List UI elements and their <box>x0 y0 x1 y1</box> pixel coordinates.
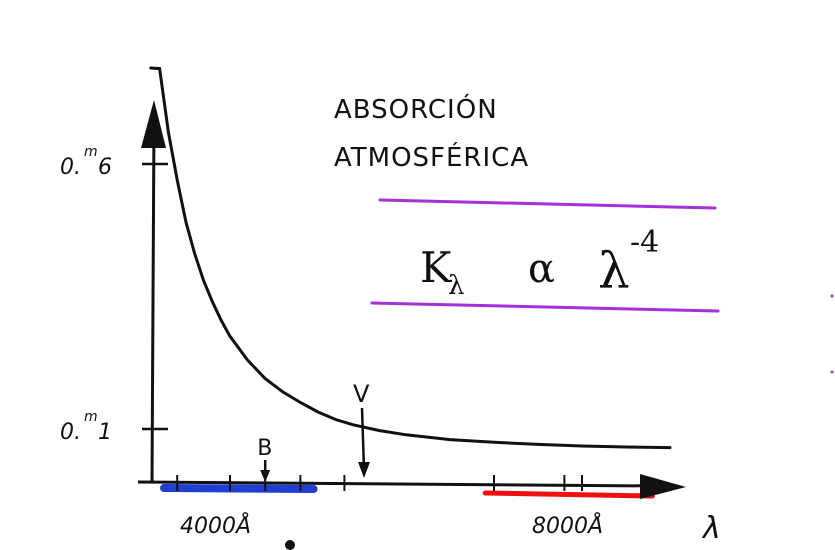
formula-bottom-rule <box>370 301 720 313</box>
y-tick-label-post: 6 <box>98 155 112 180</box>
y-tick-label-pre: 0. <box>60 155 81 180</box>
ink-dot <box>285 540 295 550</box>
blue-band <box>160 484 318 493</box>
marker-v-label: V <box>353 380 370 408</box>
chart-title-line2: ATMOSFÉRICA <box>334 141 529 173</box>
y-tick-0.1: 0. m 1 <box>60 409 168 445</box>
red-band <box>482 490 655 499</box>
ink-dot <box>830 370 834 374</box>
x-tick-label-4000: 4000Å <box>180 512 251 539</box>
y-tick-label-post: 1 <box>98 420 112 445</box>
y-axis-arrowhead <box>141 100 166 148</box>
marker-b-label: B <box>257 436 272 461</box>
chart-title-line1: ABSORCIÓN <box>334 93 498 125</box>
marker-v: V <box>353 380 370 478</box>
absorption-curve <box>149 66 672 450</box>
y-tick-label-pre: 0. <box>60 420 81 445</box>
x-axis-label: λ <box>701 511 721 546</box>
formula-top-rule <box>378 198 717 210</box>
y-axis <box>150 119 156 483</box>
marker-v-arrow <box>360 407 366 471</box>
y-tick-label-sup: m <box>84 144 98 160</box>
marker-v-arrowhead <box>358 462 370 478</box>
formula-proportional: α <box>528 246 555 292</box>
formula-k-subscript: λ <box>448 271 464 301</box>
marker-b: B <box>257 436 272 482</box>
x-tick-label-8000: 8000Å <box>532 512 603 539</box>
x-axis-arrowhead <box>640 474 686 499</box>
formula-exponent: -4 <box>630 225 659 260</box>
ink-dot <box>830 294 834 298</box>
formula-lambda: λ <box>598 242 630 300</box>
x-axis <box>137 480 661 488</box>
marker-b-arrowhead <box>260 470 271 482</box>
formula-k: K <box>420 243 453 292</box>
y-tick-label-sup: m <box>84 409 98 425</box>
y-tick-0.6: 0. m 6 <box>60 144 168 180</box>
